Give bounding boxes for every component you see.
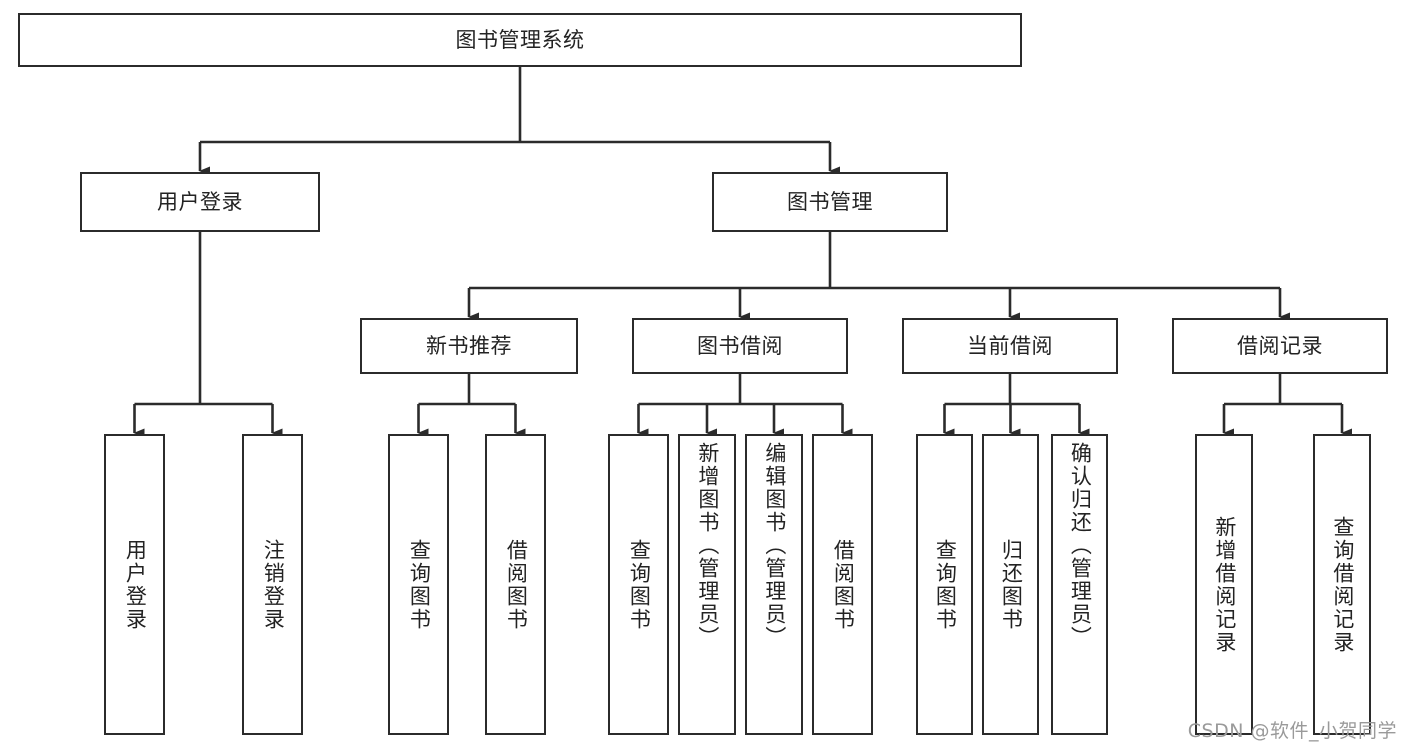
node-label: 图书管理系统 bbox=[455, 27, 585, 52]
node-label: 查询图书 bbox=[933, 538, 958, 631]
node-label: 新增图书（管理员） bbox=[695, 442, 720, 649]
node-label: 借阅图书 bbox=[831, 538, 856, 631]
node-label: 新书推荐 bbox=[426, 333, 512, 358]
node-label: 确认归还（管理员） bbox=[1068, 442, 1093, 649]
node-leaf-cb-return[interactable]: 归还图书 bbox=[982, 434, 1039, 735]
node-label: 图书管理 bbox=[787, 189, 873, 214]
node-book-borrow[interactable]: 图书借阅 bbox=[632, 318, 848, 374]
node-book-manage[interactable]: 图书管理 bbox=[712, 172, 948, 232]
node-label: 查询借阅记录 bbox=[1330, 515, 1355, 654]
node-leaf-rec-query[interactable]: 查询图书 bbox=[388, 434, 449, 735]
node-leaf-bb-query[interactable]: 查询图书 bbox=[608, 434, 669, 735]
node-user-login[interactable]: 用户登录 bbox=[80, 172, 320, 232]
node-leaf-bb-borrow[interactable]: 借阅图书 bbox=[812, 434, 873, 735]
node-label: 新增借阅记录 bbox=[1212, 515, 1237, 654]
node-root[interactable]: 图书管理系统 bbox=[18, 13, 1022, 67]
node-label: 用户登录 bbox=[157, 189, 243, 214]
node-label: 查询图书 bbox=[627, 538, 652, 631]
node-label: 编辑图书（管理员） bbox=[762, 442, 787, 649]
node-borrow-record[interactable]: 借阅记录 bbox=[1172, 318, 1388, 374]
node-label: 注销登录 bbox=[261, 538, 286, 631]
node-leaf-user-logout[interactable]: 注销登录 bbox=[242, 434, 303, 735]
node-current-borrow[interactable]: 当前借阅 bbox=[902, 318, 1118, 374]
node-label: 图书借阅 bbox=[697, 333, 783, 358]
node-label: 查询图书 bbox=[407, 538, 432, 631]
node-leaf-rec-borrow[interactable]: 借阅图书 bbox=[485, 434, 546, 735]
node-label: 用户登录 bbox=[123, 538, 148, 631]
node-label: 归还图书 bbox=[999, 538, 1024, 631]
node-leaf-cb-query[interactable]: 查询图书 bbox=[916, 434, 973, 735]
node-leaf-br-add[interactable]: 新增借阅记录 bbox=[1195, 434, 1253, 735]
node-leaf-br-query[interactable]: 查询借阅记录 bbox=[1313, 434, 1371, 735]
node-label: 当前借阅 bbox=[967, 333, 1053, 358]
node-leaf-bb-edit[interactable]: 编辑图书（管理员） bbox=[745, 434, 803, 735]
node-leaf-user-login[interactable]: 用户登录 bbox=[104, 434, 165, 735]
node-label: 借阅记录 bbox=[1237, 333, 1323, 358]
node-new-book-rec[interactable]: 新书推荐 bbox=[360, 318, 578, 374]
node-leaf-cb-confirm[interactable]: 确认归还（管理员） bbox=[1051, 434, 1108, 735]
node-label: 借阅图书 bbox=[504, 538, 529, 631]
node-leaf-bb-add[interactable]: 新增图书（管理员） bbox=[678, 434, 736, 735]
